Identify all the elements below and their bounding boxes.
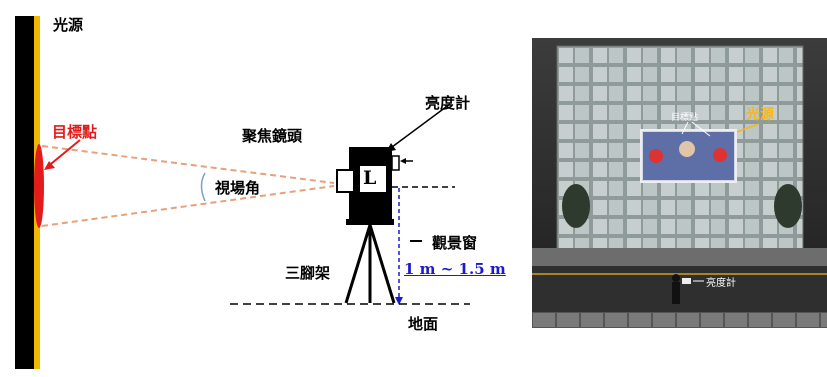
scene-drawing bbox=[532, 38, 827, 328]
cone-lower-line bbox=[41, 185, 335, 227]
foreground-tiles bbox=[532, 312, 827, 328]
person-head bbox=[672, 274, 680, 282]
luminance-meter-label: 亮度計 bbox=[425, 94, 471, 112]
scene-target-arrow-1 bbox=[681, 121, 689, 135]
scene-render: 目標點 光源 亮度計 bbox=[532, 38, 827, 328]
tree-left bbox=[562, 184, 590, 228]
billboard-figure-3 bbox=[713, 148, 727, 162]
person bbox=[672, 282, 680, 304]
meter-knob bbox=[391, 155, 400, 171]
diagram-drawing bbox=[15, 16, 470, 369]
meter-pointer bbox=[387, 103, 451, 151]
billboard-figure-1 bbox=[649, 149, 663, 163]
billboard-figure-2 bbox=[679, 141, 695, 157]
target-arrow bbox=[45, 139, 81, 169]
focus-lens-label: 聚焦鏡頭 bbox=[242, 127, 303, 145]
light-source-label: 光源 bbox=[53, 16, 84, 34]
height-arrowhead bbox=[395, 297, 403, 305]
tripod-leg-right bbox=[368, 224, 396, 304]
scene-light-arrow bbox=[736, 123, 759, 133]
tree-right bbox=[774, 184, 802, 228]
scene-target-arrow-2 bbox=[691, 121, 711, 137]
camera-lens bbox=[336, 169, 355, 193]
knob-pointer-head bbox=[400, 158, 406, 164]
lens-mark-box bbox=[360, 166, 386, 192]
viewing-angle-arc bbox=[200, 172, 206, 202]
lens-mark-label: L bbox=[363, 167, 377, 189]
viewing-window-label: 觀景窗 bbox=[432, 234, 478, 252]
meter-pointer-head bbox=[386, 143, 396, 152]
target-spot bbox=[34, 144, 44, 228]
tripod-leg-left bbox=[344, 224, 372, 304]
scene-light-source-label: 光源 bbox=[746, 107, 774, 123]
target-point-label: 目標點 bbox=[52, 123, 98, 141]
target-arrowhead bbox=[44, 161, 55, 170]
sidewalk bbox=[532, 248, 827, 266]
viewing-angle-label: 視場角 bbox=[215, 179, 261, 197]
scene-target-label: 目標點 bbox=[671, 113, 699, 123]
height-range-label: 1 m ~ 1.5 m bbox=[404, 260, 506, 278]
camera-base bbox=[346, 219, 394, 225]
cone-upper-line bbox=[41, 145, 335, 184]
measurement-diagram: 光源 目標點 亮度計 聚焦鏡頭 視場角 L 觀景窗 1 m ~ 1.5 m 三腳… bbox=[15, 16, 506, 369]
ground-label: 地面 bbox=[408, 315, 439, 333]
scene-luminance-meter-label: 亮度計 bbox=[706, 278, 736, 289]
tripod-label: 三腳架 bbox=[285, 264, 331, 282]
scene-meter bbox=[682, 278, 691, 284]
